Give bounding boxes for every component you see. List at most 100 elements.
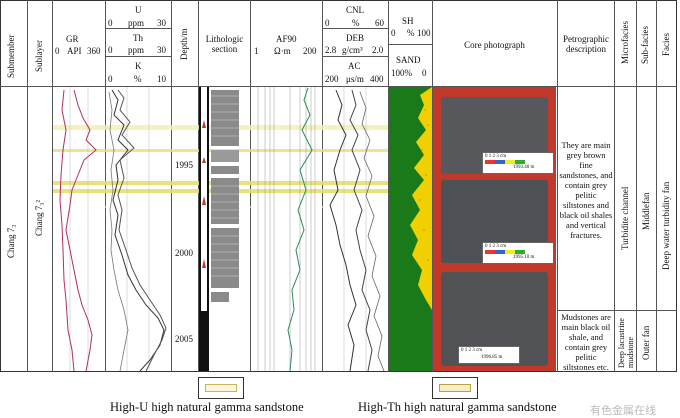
cnl-unit: % xyxy=(352,18,360,28)
col-divider xyxy=(198,0,199,372)
core-depth-label-3: 1996.85 m xyxy=(481,355,503,360)
cnl-left: 0 xyxy=(325,18,330,28)
submember-value: Chang 7₃ xyxy=(6,224,16,258)
petro-lower: Mudstones are main black oil shale, and … xyxy=(561,312,611,372)
gr-left: 0 xyxy=(55,46,60,56)
scale-text: 0 1 2 3 cm xyxy=(461,348,483,353)
sand-left: 100% xyxy=(391,68,412,78)
deb-name: DEB xyxy=(346,33,364,43)
u-curve xyxy=(117,89,167,372)
af90-name: AF90 xyxy=(276,34,297,44)
microfacies-lower: Deep lacustrine mudstone xyxy=(617,318,635,368)
sh-right: 100 xyxy=(417,28,431,38)
sh-left: 0 xyxy=(391,28,396,38)
col-divider xyxy=(614,0,615,372)
k-name: K xyxy=(135,61,142,71)
legend-swatch-highU xyxy=(198,377,244,399)
gr-name: GR xyxy=(66,34,79,44)
sh-sand-divider xyxy=(389,44,432,45)
color-bar xyxy=(485,250,525,254)
ac-left: 200 xyxy=(325,74,339,84)
k-right: 10 xyxy=(157,74,166,84)
lith-sandstone-layer xyxy=(211,178,239,224)
u-th-divider xyxy=(106,28,171,29)
col-divider xyxy=(171,0,172,372)
col-divider xyxy=(656,0,657,372)
lith-sandstone-layer xyxy=(211,90,239,146)
th-curve xyxy=(111,89,165,372)
depth-tick-1995: 1995 xyxy=(175,160,193,170)
af90-unit: Ω·m xyxy=(274,46,291,56)
depth-tick-2000: 2000 xyxy=(175,248,193,258)
core-sample-marker xyxy=(202,157,206,163)
gr-unit: API xyxy=(67,46,82,56)
petro-upper: They are main grey brown fine sandstones… xyxy=(559,140,613,240)
th-unit: ppm xyxy=(128,45,145,55)
th-left: 0 xyxy=(108,45,113,55)
core-sample-marker xyxy=(202,120,206,128)
cnl-grid xyxy=(343,87,367,371)
legend-label-highTh: High-Th high natural gamma sandstone xyxy=(358,400,557,414)
col-divider xyxy=(52,0,53,372)
sh-unit: % xyxy=(407,28,415,38)
u-name: U xyxy=(135,5,142,15)
core-scale-3: 0 1 2 3 cm 1996.85 m xyxy=(458,346,520,364)
core-scale-2: 0 1 2 3 cm 1995.10 m xyxy=(482,242,554,264)
ac-name: AC xyxy=(348,61,361,71)
subfacies-upper: Middlefan xyxy=(641,192,651,231)
col-divider xyxy=(27,0,28,372)
th-name: Th xyxy=(133,33,143,43)
subfacies-lower: Outer fan xyxy=(641,325,651,360)
depth-tick-2005: 2005 xyxy=(175,334,193,344)
header-lithologic: Lithologic section xyxy=(205,34,244,54)
sand-name: SAND xyxy=(396,55,421,65)
ac-right: 400 xyxy=(370,74,384,84)
sand-fill xyxy=(410,87,432,310)
cnl-deb-divider xyxy=(323,28,388,29)
cnl-name: CNL xyxy=(346,5,364,15)
lith-sandstone-layer xyxy=(211,292,229,302)
k-curve xyxy=(108,91,129,372)
deb-ac-divider xyxy=(323,56,388,57)
core-sample-marker xyxy=(202,196,206,205)
lith-sandstone-layer xyxy=(211,228,239,288)
k-unit: % xyxy=(134,74,142,84)
cnl-right: 60 xyxy=(375,18,384,28)
deb-unit: g/cm³ xyxy=(342,45,363,55)
watermark: 有色金属在线 xyxy=(590,404,656,417)
core-scale-1: 0 1 2 3 cm 1993.40 m xyxy=(482,152,554,174)
figure-frame xyxy=(0,0,677,372)
sublayer-value: Chang 7₃² xyxy=(34,199,44,236)
legend-label-highU: High-U high natural gamma sandstone xyxy=(110,400,304,414)
gr-curve-2 xyxy=(65,89,97,372)
scale-text: 0 1 2 3 cm xyxy=(485,154,507,159)
color-bar xyxy=(485,160,525,164)
k-left: 0 xyxy=(108,74,113,84)
lith-mudstone-layer xyxy=(199,311,209,371)
lith-sandstone-layer xyxy=(211,166,239,174)
ac-unit: μs/m xyxy=(346,74,364,84)
cnl-curve xyxy=(329,89,357,372)
col-divider xyxy=(322,0,323,372)
sh-name: SH xyxy=(402,16,414,26)
th-right: 30 xyxy=(157,45,166,55)
legend-swatch-inner xyxy=(205,384,237,392)
header-divider xyxy=(0,86,677,87)
col-divider xyxy=(388,0,389,372)
deb-curve xyxy=(349,89,373,372)
col-divider xyxy=(432,0,433,372)
core-sample-marker xyxy=(202,259,206,268)
scale-text: 0 1 2 3 cm xyxy=(485,244,507,249)
header-petro: Petrographic description xyxy=(563,34,609,54)
col-divider xyxy=(557,0,558,372)
facies-value: Deep water turbidity fan xyxy=(661,181,671,270)
gr-right: 360 xyxy=(87,46,101,56)
deb-left: 2.8 xyxy=(325,45,337,55)
deb-right: 2.0 xyxy=(372,45,384,55)
u-unit: ppm xyxy=(128,18,145,28)
header-core: Core photograph xyxy=(464,40,525,50)
af90-curve xyxy=(287,87,313,372)
col-divider xyxy=(250,0,251,372)
